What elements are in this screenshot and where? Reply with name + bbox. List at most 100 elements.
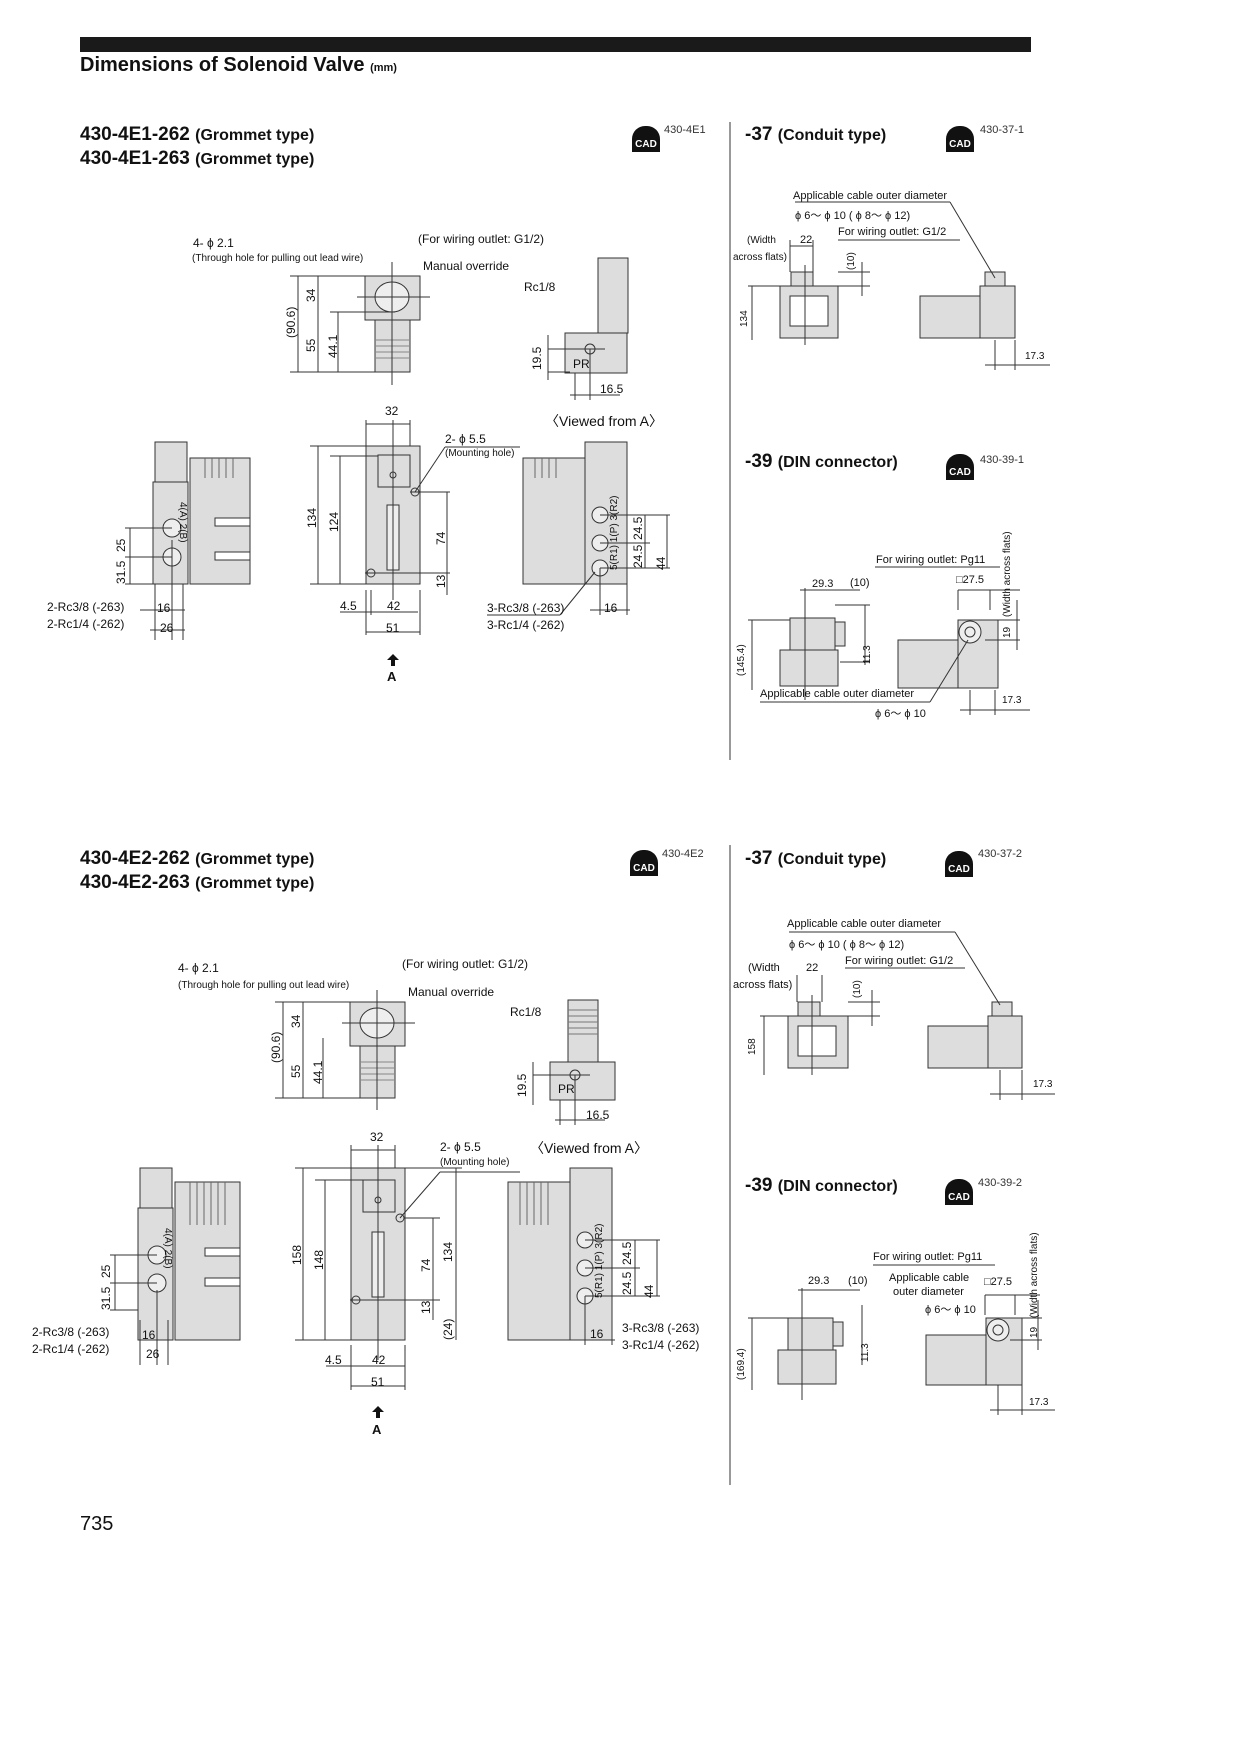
dim-label: 34	[289, 1014, 303, 1028]
right-side-view-drawing	[487, 441, 670, 616]
dim-note: Rc1/8	[524, 280, 556, 294]
dim-label: (24)	[441, 1318, 455, 1340]
dim-label: (145.4)	[736, 644, 747, 676]
model-heading: 430-4E1-263 (Grommet type)	[80, 148, 314, 170]
page-title: Dimensions of Solenoid Valve (mm)	[80, 54, 397, 77]
dim-label: 32	[370, 1130, 384, 1144]
port-note: 2-Rc3/8 (-263)	[47, 600, 125, 614]
dim-label: 51	[386, 621, 400, 635]
dim-note: ϕ 6〜 ϕ 10 ( ϕ 8〜 ϕ 12)	[789, 939, 905, 951]
cad-icon[interactable]: CAD	[945, 1179, 973, 1205]
dim-label: 2- ϕ 5.5	[440, 1140, 481, 1154]
dim-note: Applicable cable outer diameter	[793, 190, 948, 202]
dim-note: (For wiring outlet: G1/2)	[418, 232, 545, 246]
din-drawing-1	[748, 566, 1030, 715]
dim-note: (For wiring outlet: G1/2)	[402, 957, 529, 971]
cad-code: 430-37-1	[980, 124, 1025, 136]
dim-label: (90.6)	[269, 1031, 283, 1063]
model-number: 430-4E1-263	[80, 148, 190, 169]
model-number: 430-4E1-262	[80, 124, 190, 145]
view-caption: 〈Viewed from A〉	[545, 413, 664, 429]
dim-label: 44.1	[311, 1060, 325, 1084]
dim-label: 11.3	[862, 645, 873, 664]
dim-label: 4.5	[340, 599, 357, 613]
option-type: (DIN connector)	[777, 1178, 898, 1195]
dim-label: 42	[387, 599, 401, 613]
model-type: (Grommet type)	[195, 151, 315, 168]
front-view-drawing-2	[295, 1145, 520, 1418]
dim-note: ϕ 6〜 ϕ 10 ( ϕ 8〜 ϕ 12)	[795, 210, 911, 222]
dim-note: For wiring outlet: G1/2	[838, 226, 947, 238]
conduit-drawing-1	[748, 201, 1050, 370]
model-heading: 430-4E1-262 (Grommet type)	[80, 124, 314, 146]
dim-label: 17.3	[1033, 1079, 1053, 1090]
left-side-view-drawing-2	[110, 1167, 241, 1365]
dim-note: Manual override	[423, 259, 510, 273]
dim-label: (169.4)	[736, 1348, 747, 1380]
dim-note: For wiring outlet: G1/2	[845, 955, 954, 967]
dim-label: 26	[160, 621, 174, 635]
dim-note: across flats)	[733, 252, 787, 263]
dim-label: (10)	[848, 1275, 868, 1287]
dim-label: 134	[739, 310, 750, 327]
dim-note: Applicable cable outer diameter	[760, 688, 915, 700]
dim-label: 4.5	[325, 1353, 342, 1367]
cad-icon[interactable]: CAD	[945, 851, 973, 877]
conduit-heading: -37 (Conduit type)	[745, 848, 886, 870]
dim-note: (Through hole for pulling out lead wire)	[178, 980, 350, 991]
dim-label: 124	[327, 511, 341, 532]
port-marking: 5(R1) 1(P) 3(R2)	[594, 1223, 605, 1298]
page-title-text: Dimensions of Solenoid Valve	[80, 54, 365, 76]
dim-note: across flats)	[733, 979, 793, 991]
dim-label: 22	[806, 962, 819, 974]
dim-note: (Through hole for pulling out lead wire)	[192, 253, 364, 264]
dim-label: 44	[642, 1284, 656, 1298]
dim-label: 148	[312, 1249, 326, 1270]
cad-code: 430-4E1	[664, 124, 706, 136]
cad-code: 430-39-1	[980, 454, 1025, 466]
arrow-up-icon	[372, 1406, 384, 1418]
cad-icon[interactable]: CAD	[632, 126, 660, 152]
dim-label: 29.3	[812, 578, 834, 590]
view-from-a-drawing	[547, 257, 629, 400]
model-type: (Grommet type)	[195, 127, 315, 144]
dim-label: 4- ϕ 2.1	[178, 961, 219, 975]
dim-label: 158	[747, 1038, 758, 1055]
port-note: 2-Rc3/8 (-263)	[32, 1325, 110, 1339]
dim-note: (Width across flats)	[1029, 1232, 1040, 1318]
cad-code: 430-4E2	[662, 848, 704, 860]
view-direction-label: A	[372, 1422, 382, 1437]
model-number: 430-4E2-262	[80, 848, 190, 869]
dim-label: 17.3	[1002, 695, 1022, 706]
dim-label: 24.5	[620, 1271, 634, 1295]
dim-label: 42	[372, 1353, 386, 1367]
dim-label: (10)	[850, 577, 870, 589]
view-direction-label: A	[387, 669, 397, 684]
dim-note: outer diameter	[893, 1286, 964, 1298]
dim-note: Manual override	[408, 985, 495, 999]
cad-icon[interactable]: CAD	[946, 126, 974, 152]
port-note: 3-Rc3/8 (-263)	[487, 601, 565, 615]
cad-icon[interactable]: CAD	[630, 850, 658, 876]
dim-label: 19.5	[515, 1073, 529, 1097]
cad-icon[interactable]: CAD	[946, 454, 974, 480]
port-marking: 5(R1) 1(P) 3(R2)	[609, 495, 620, 570]
page-number: 735	[80, 1513, 114, 1535]
dim-label: 22	[800, 234, 813, 246]
dim-note: Applicable cable	[889, 1272, 970, 1284]
dim-label: 134	[441, 1241, 455, 1262]
dim-note: (Mounting hole)	[440, 1157, 510, 1168]
din-heading: -39 (DIN connector)	[745, 451, 898, 473]
port-label: PR	[573, 357, 590, 371]
option-code: -37	[745, 848, 773, 869]
port-marking: 4(A) 2(B)	[162, 1228, 173, 1269]
dim-label: 13	[434, 574, 448, 588]
dim-label: 31.5	[114, 560, 128, 584]
dim-label: 25	[99, 1264, 113, 1278]
dim-note: (Mounting hole)	[445, 448, 515, 459]
dim-note: For wiring outlet: Pg11	[876, 554, 986, 566]
dim-label: (90.6)	[284, 306, 298, 338]
dim-label: 2- ϕ 5.5	[445, 432, 486, 446]
dim-note: For wiring outlet: Pg11	[873, 1251, 983, 1263]
dim-note: (Width	[748, 962, 780, 974]
